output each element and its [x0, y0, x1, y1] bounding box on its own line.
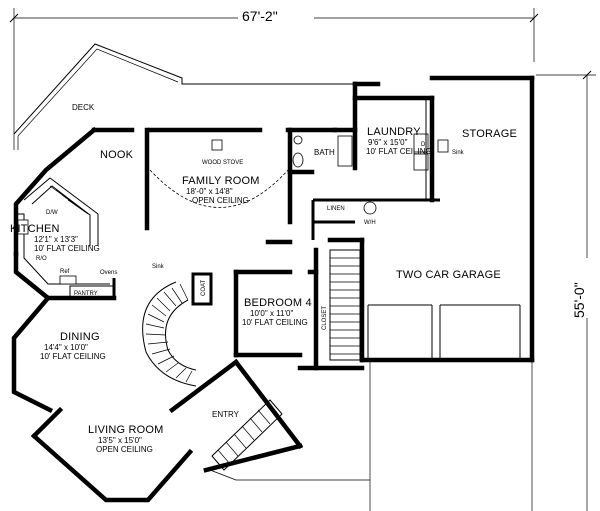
- bath-fixtures: [292, 135, 353, 168]
- garage-stairs: [329, 249, 361, 361]
- main-staircase: [142, 281, 197, 387]
- closet-label: CLOSET: [322, 306, 328, 330]
- entry-label: ENTRY: [212, 410, 240, 419]
- storage-label: STORAGE: [462, 128, 517, 140]
- laundry-size: 9'6" x 15'0": [368, 138, 408, 147]
- bedroom4-label: BEDROOM 4: [244, 297, 312, 309]
- pantry-label: PANTRY: [74, 291, 98, 297]
- depth-dimension: 55'-0": [571, 282, 587, 318]
- ovens-label: Ovens: [100, 270, 117, 276]
- kitchen-ceiling: 10' FLAT CEILING: [34, 244, 100, 253]
- width-dimension-text: 67'-2": [242, 8, 278, 24]
- dining-ceiling: 10' FLAT CEILING: [40, 352, 106, 361]
- family-room-size: 18'-0" x 14'8": [186, 187, 233, 196]
- deck-label: DECK: [72, 103, 95, 112]
- family-room-label: FAMILY ROOM: [182, 175, 260, 187]
- living-room-label: LIVING ROOM: [88, 424, 164, 436]
- refrigerator-label: Ref: [60, 269, 70, 275]
- laundry-sink-label: Sink: [452, 150, 465, 156]
- range-oven-label: R/O: [36, 256, 47, 262]
- living-room-ceiling: OPEN CEILING: [96, 445, 153, 454]
- laundry-fixtures: [413, 98, 449, 200]
- pantry-shelves: [69, 285, 115, 299]
- bedroom4-ceiling: 10' FLAT CEILING: [242, 318, 308, 327]
- wood-stove-icon: [211, 139, 223, 151]
- family-room-open-ceiling-arc: [149, 169, 289, 208]
- nook-label: NOOK: [100, 149, 134, 161]
- water-heater-icon: [363, 201, 377, 215]
- laundry-label: LAUNDRY: [367, 126, 421, 138]
- wood-stove-label: WOOD STOVE: [202, 160, 243, 166]
- dryer-label: D: [421, 142, 426, 148]
- dining-size: 14'4" x 10'0": [44, 343, 88, 352]
- water-heater-label: W/H: [364, 220, 376, 226]
- garage-label: TWO CAR GARAGE: [396, 269, 501, 281]
- kitchen-size: 12'1" x 13'3": [34, 235, 78, 244]
- dishwasher-label: D/W: [46, 210, 58, 216]
- coat-label: COAT: [201, 279, 207, 296]
- kitchen-label: KITCHEN: [10, 223, 60, 235]
- linen-label: LINEN: [327, 206, 345, 212]
- dining-label: DINING: [60, 331, 100, 343]
- entry-stairs: [211, 399, 283, 471]
- bath-label: BATH: [314, 148, 335, 157]
- stair-sink-label: Sink: [152, 264, 165, 270]
- laundry-ceiling: 10' FLAT CEILING: [366, 147, 432, 156]
- width-dimension-line: [9, 8, 539, 134]
- bedroom4-size: 10'0" x 11'0": [250, 309, 293, 318]
- living-room-size: 13'5" x 15'0": [98, 436, 142, 445]
- walls: [11, 75, 535, 503]
- family-room-ceiling: OPEN CEILING: [192, 196, 249, 205]
- deck-outline: [13, 43, 354, 150]
- depth-dimension-line: [536, 70, 596, 511]
- garage-doors: [209, 304, 533, 511]
- kitchen-cabinets: [16, 177, 110, 285]
